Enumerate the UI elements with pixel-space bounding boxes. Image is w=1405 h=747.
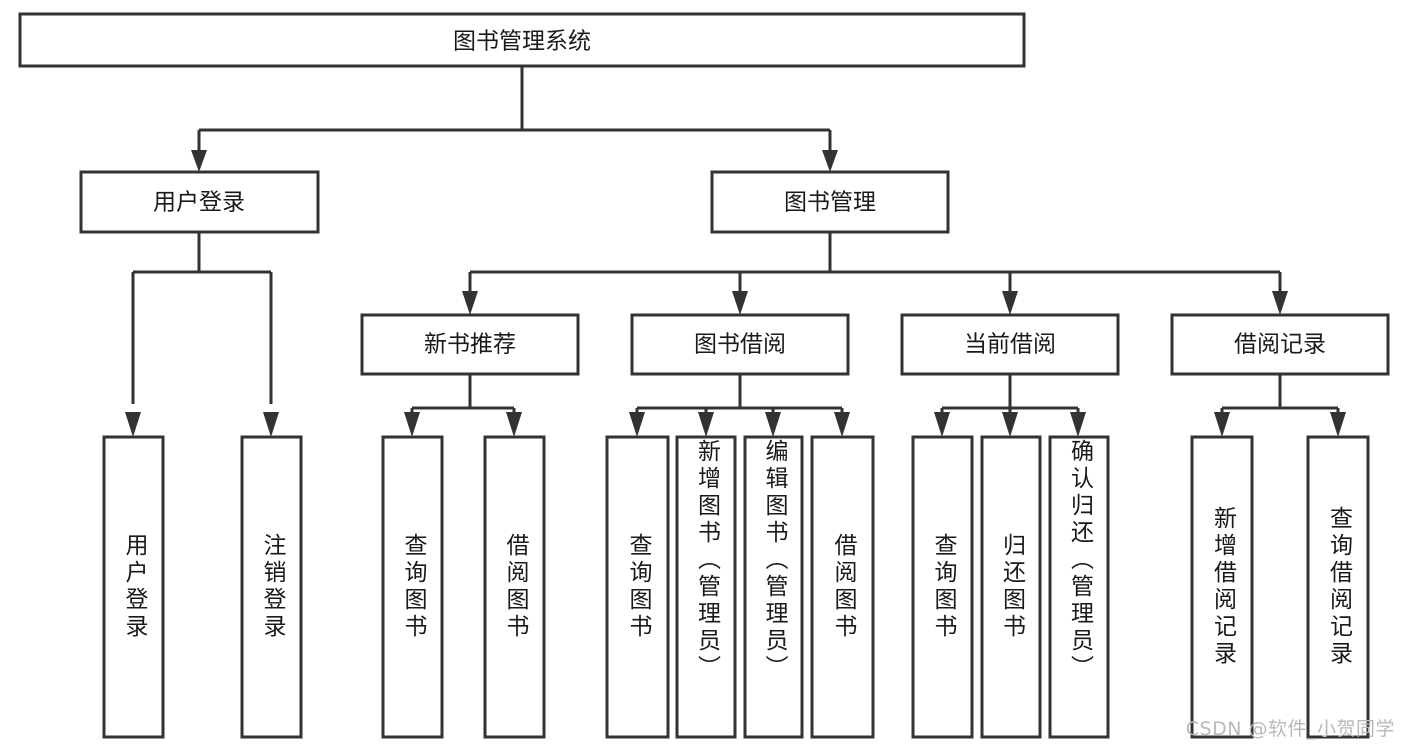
node-current-borrow-box[interactable] (900, 313, 1120, 376)
arrowhead-leaf-1 (125, 412, 141, 437)
node-book-borrow-box[interactable] (630, 313, 850, 376)
node-root-label: 图书管理系统 (453, 29, 591, 55)
arrowhead-new-book-rec (462, 291, 478, 315)
leaf-boxes-group (102, 435, 1370, 739)
arrowhead-borrow-record (1272, 291, 1288, 315)
node-leaf-11-box[interactable] (1048, 435, 1110, 739)
arrowhead-leaf-13 (1330, 412, 1346, 437)
node-leaf-6-box[interactable] (675, 435, 737, 739)
arrowhead-book-borrow (732, 291, 748, 315)
node-leaf-5-box[interactable] (605, 435, 670, 739)
node-book-borrow[interactable]: 图书借阅 (630, 313, 850, 376)
arrowhead-leaf-2 (263, 412, 279, 437)
node-leaf-9-box[interactable] (911, 435, 974, 739)
connector-borrowrecord-trunk (1220, 374, 1340, 414)
connector-group (125, 66, 1346, 437)
node-leaf-10-box[interactable] (980, 435, 1042, 739)
node-user-login-box[interactable] (79, 170, 320, 234)
node-borrow-record-box[interactable] (1170, 313, 1390, 376)
node-borrow-record-label: 借阅记录 (1234, 332, 1326, 358)
node-leaf-2-box[interactable] (240, 435, 303, 739)
connector-bookmanage-trunk (468, 232, 1282, 296)
connector-bookborrow-trunk (635, 374, 844, 414)
node-user-login-label: 用户登录 (153, 190, 245, 216)
node-leaf-13-box[interactable] (1306, 435, 1370, 739)
node-book-manage-box[interactable] (710, 170, 950, 234)
arrowhead-leaf-11 (1070, 412, 1086, 437)
node-root[interactable]: 图书管理系统 (18, 12, 1026, 68)
node-leaf-4-box[interactable] (483, 435, 546, 739)
node-new-book-rec-label: 新书推荐 (424, 332, 516, 358)
arrowhead-leaf-3 (404, 412, 420, 437)
node-current-borrow[interactable]: 当前借阅 (900, 313, 1120, 376)
arrowhead-leaf-9 (934, 412, 950, 437)
node-leaf-8-box[interactable] (810, 435, 875, 739)
node-book-manage[interactable]: 图书管理 (710, 170, 950, 234)
node-leaf-12-box[interactable] (1190, 435, 1254, 739)
arrowhead-user-login (191, 150, 207, 172)
arrowhead-leaf-5 (629, 412, 645, 437)
node-leaf-1-box[interactable] (102, 435, 165, 739)
node-current-borrow-label: 当前借阅 (964, 332, 1056, 358)
arrowhead-current-borrow (1002, 291, 1018, 315)
connector-userlogin-trunk (131, 232, 273, 404)
node-new-book-rec-box[interactable] (360, 313, 580, 376)
arrowhead-leaf-8 (834, 412, 850, 437)
arrowhead-book-manage (822, 150, 838, 172)
node-book-manage-label: 图书管理 (784, 190, 876, 216)
arrowhead-leaf-7 (765, 412, 781, 437)
connector-newbookrec-trunk (410, 374, 516, 414)
csdn-watermark: CSDN @软件_小贺同学 (1185, 718, 1395, 740)
node-book-borrow-label: 图书借阅 (694, 332, 786, 358)
node-user-login[interactable]: 用户登录 (79, 170, 320, 234)
node-leaf-7-box[interactable] (743, 435, 804, 739)
node-borrow-record[interactable]: 借阅记录 (1170, 313, 1390, 376)
arrowhead-leaf-12 (1214, 412, 1230, 437)
node-root-box[interactable] (18, 12, 1026, 68)
arrowhead-leaf-4 (506, 412, 522, 437)
arrowhead-leaf-6 (698, 412, 714, 437)
connector-currentborrow-trunk (940, 374, 1080, 414)
arrowhead-leaf-10 (1002, 412, 1018, 437)
connector-root-trunk (197, 66, 832, 158)
node-new-book-rec[interactable]: 新书推荐 (360, 313, 580, 376)
node-leaf-3-box[interactable] (381, 435, 444, 739)
